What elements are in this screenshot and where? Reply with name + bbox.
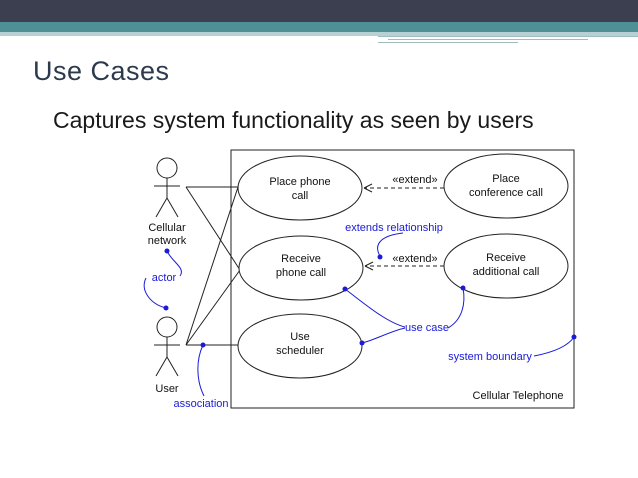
annotation-association: association [173,398,228,410]
uc-label-scheduler-1: Use [290,331,310,343]
header-band-dark [0,0,638,22]
actor-user [154,316,180,377]
annotation-dots [163,248,577,348]
uc-label-additional-1: Receive [486,252,526,264]
actor-label-cellular: Cellular [148,222,186,234]
uc-label-place-phone-1: Place phone [269,176,330,188]
use-case-place-phone-call [237,155,363,221]
header-decor-lines [378,34,638,44]
use-case-place-conference-call [443,153,569,219]
annotation-callouts [143,232,575,397]
system-boundary-box [230,149,575,409]
uc-label-receive-1: Receive [281,253,321,265]
uc-label-scheduler-2: scheduler [276,345,324,357]
slide-title: Use Cases [33,56,170,86]
actor-label-network: network [148,235,187,247]
annotation-extends-relationship: extends relationship [345,222,443,234]
extend-label-bottom: «extend» [392,253,437,265]
uc-label-additional-2: additional call [473,266,540,278]
annotation-system-boundary: system boundary [448,351,532,363]
uc-label-conference-2: conference call [469,187,543,199]
actor-label-user: User [155,383,179,395]
slide-subtitle: Captures system functionality as seen by… [53,107,534,133]
system-name-label: Cellular Telephone [473,390,564,402]
annotation-actor: actor [152,272,177,284]
header-band-light [0,32,638,36]
uc-label-place-phone-2: call [292,190,309,202]
annotation-use-case: use case [405,322,449,334]
use-case-receive-phone-call [238,235,364,301]
header-band-teal [0,22,638,32]
uc-label-conference-1: Place [492,173,520,185]
association-lines [185,186,241,346]
actor-cellular-network [154,157,180,218]
uc-label-receive-2: phone call [276,267,326,279]
extend-label-top: «extend» [392,174,437,186]
use-case-use-scheduler [237,313,363,379]
